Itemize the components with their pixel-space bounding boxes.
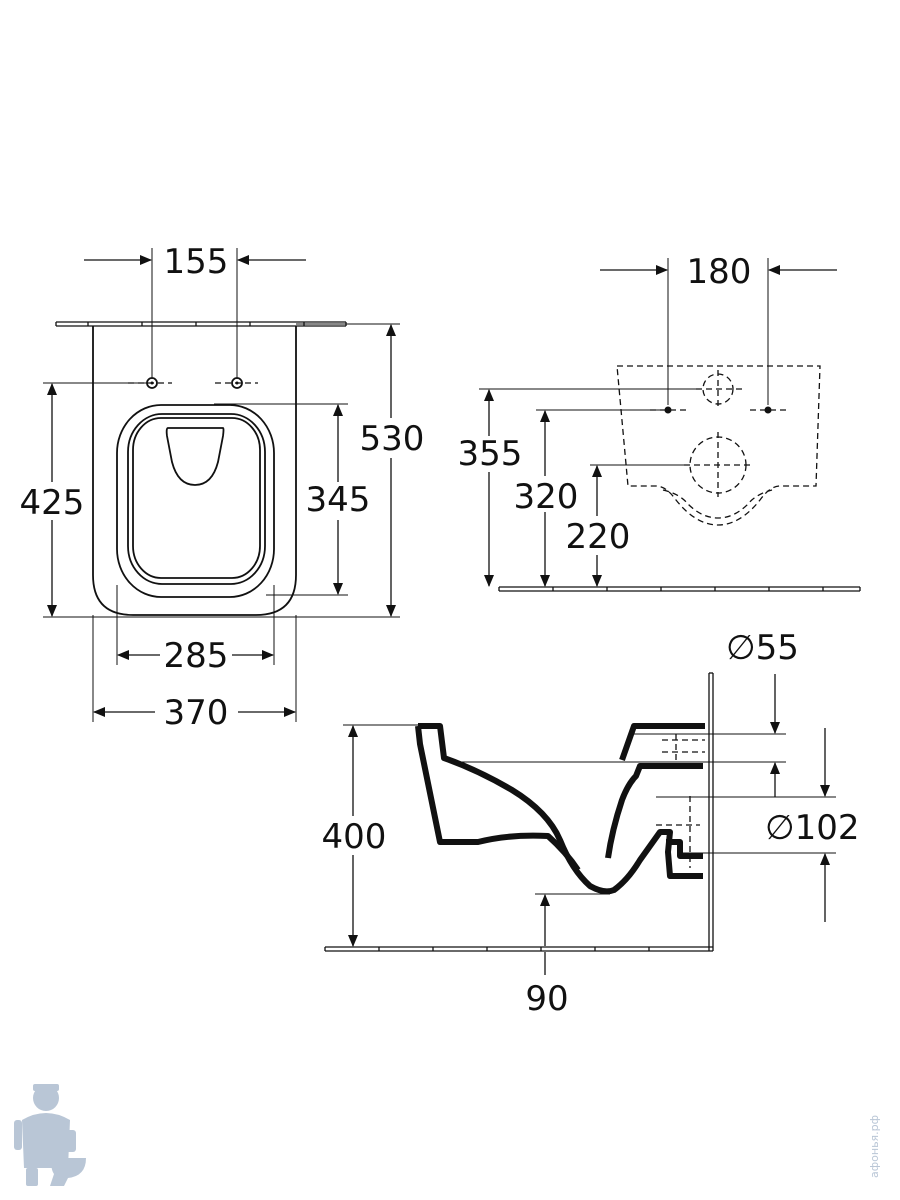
dimension-425: 425 [20,382,400,618]
outlet-spigot [666,839,703,859]
bowl-profile [418,723,703,895]
dimension-400: 400 [322,724,418,947]
watermark-text: афонья.рф [868,1115,881,1178]
dimension-530-label: 530 [360,419,425,459]
dimension-155: 155 [84,242,306,378]
seat-opening [132,417,261,579]
inlet-circle [696,370,742,408]
seat-inner [127,413,266,585]
top-view: 155 425 345 530 [20,242,425,733]
dimension-155-label: 155 [164,242,229,282]
back-view: 180 355 320 220 [458,252,861,592]
side-view: ∅55 ∅102 400 90 [322,628,860,1019]
dimension-diameter-55-label: ∅55 [726,628,799,668]
dimension-diameter-102: ∅102 [656,728,860,922]
dimension-355-label: 355 [458,434,523,474]
back-fixing-hole-right [750,406,786,414]
plumber-logo [14,1084,86,1186]
dimension-180-label: 180 [687,252,752,292]
dimension-diameter-102-label: ∅102 [765,808,860,848]
dimension-320-label: 320 [514,477,579,517]
dimension-285-label: 285 [164,636,229,676]
trap-profile [605,763,703,859]
back-outline-inner [662,489,773,519]
dimension-90-label: 90 [525,979,568,1019]
dimension-345: 345 [214,403,371,596]
dimension-220-label: 220 [566,517,631,557]
dimension-180: 180 [600,252,837,405]
dimension-345-label: 345 [306,480,371,520]
dimension-425-label: 425 [20,483,85,523]
top-view-wall [55,321,347,327]
dimension-90: 90 [525,893,610,1019]
inlet-profile [619,723,705,761]
dimension-355: 355 [458,388,700,587]
dimension-370: 370 [92,615,297,733]
dimension-370-label: 370 [164,693,229,733]
back-view-floor [498,586,861,592]
back-outline [616,365,821,526]
seat-outer [116,404,275,598]
side-view-wall [708,672,714,951]
dimension-220: 220 [566,464,690,587]
dimension-285: 285 [116,585,275,676]
bowl-opening [165,427,225,486]
outlet-circle [684,432,752,497]
dimension-diameter-55: ∅55 [460,628,799,797]
dimension-320: 320 [514,409,662,587]
dimension-400-label: 400 [322,817,387,857]
bowl-outline [92,326,297,616]
dimension-530: 530 [296,323,425,617]
bowl-inner-profile [415,725,581,872]
side-view-floor [324,946,713,952]
